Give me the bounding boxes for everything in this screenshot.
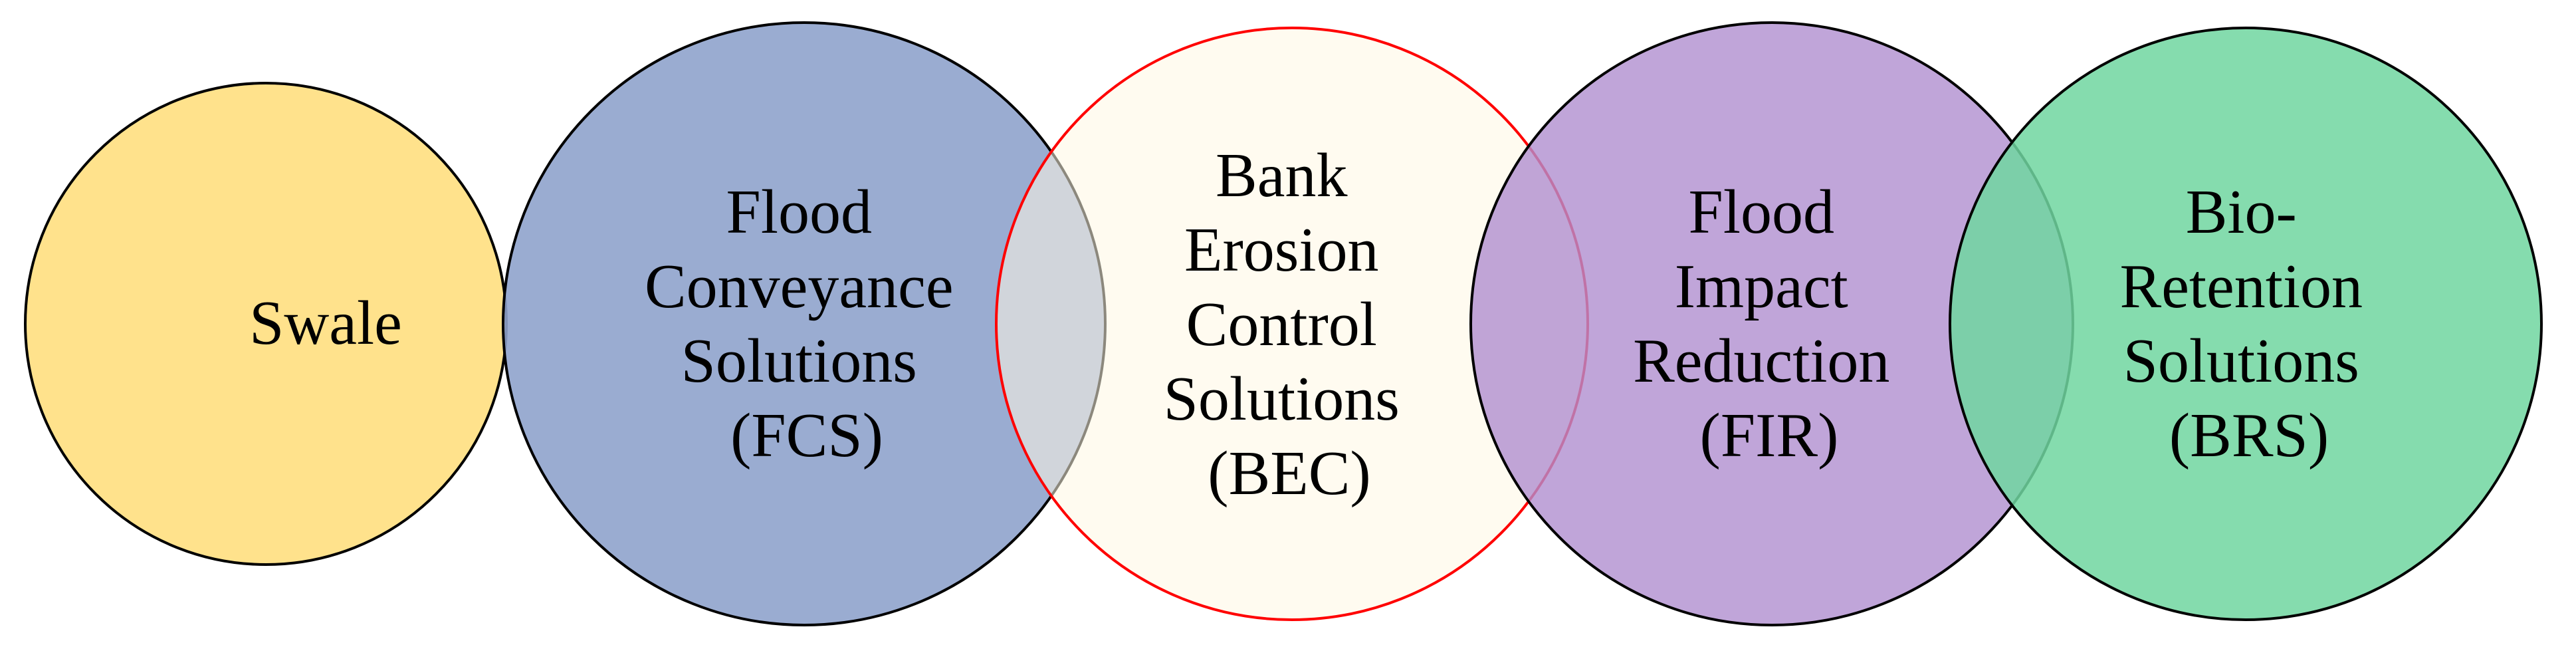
circle-brs-shape (1949, 27, 2543, 621)
label-fir-line: Flood (1689, 178, 1834, 247)
label-bec-line: (BEC) (1208, 439, 1370, 508)
label-swale: Swale (249, 289, 402, 358)
label-swale-line: Swale (249, 289, 402, 358)
label-fcs-line: (FCS) (730, 401, 883, 470)
label-brs-line: Retention (2120, 252, 2363, 321)
label-fir-line: Reduction (1633, 326, 1889, 396)
label-bec: Bank Erosion Control Solutions (BEC) (1164, 141, 1416, 508)
label-brs-line: Bio- (2186, 178, 2297, 247)
label-brs: Bio- Retention Solutions (BRS) (2120, 178, 2379, 470)
label-fir-line: Impact (1675, 252, 1848, 321)
label-fir-line: (FIR) (1700, 401, 1839, 470)
label-brs-line: (BRS) (2169, 401, 2329, 470)
label-fcs-line: Flood (726, 178, 872, 247)
label-fcs-line: Solutions (681, 326, 917, 396)
label-bec-line: Control (1186, 290, 1377, 359)
label-bec-line: Solutions (1164, 364, 1400, 434)
label-brs-line: Solutions (2123, 326, 2359, 396)
label-fir: Flood Impact Reduction (FIR) (1633, 178, 1905, 470)
label-bec-line: Erosion (1184, 215, 1378, 285)
circle-brs (1949, 27, 2543, 621)
label-fcs-line: Conveyance (645, 252, 954, 321)
label-bec-line: Bank (1216, 141, 1347, 210)
label-fcs: Flood Conveyance Solutions (FCS) (645, 178, 969, 470)
